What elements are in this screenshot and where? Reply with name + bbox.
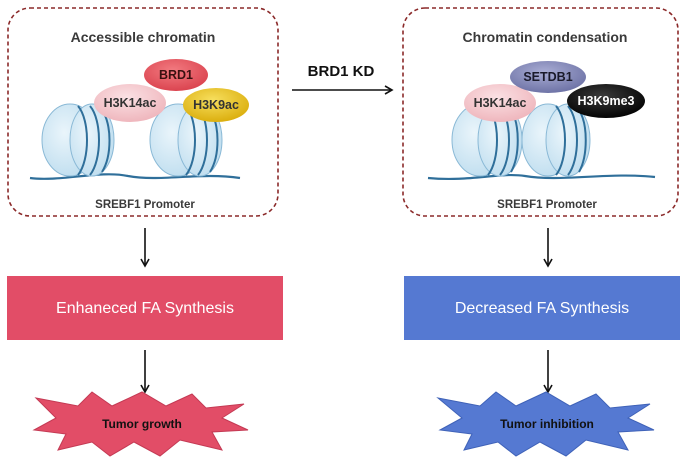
left-chromatin-panel: Accessible chromatin H3K14ac H3K9ac: [7, 7, 279, 217]
left-nucleosome-2: [149, 103, 223, 177]
h3k14ac-label-left: H3K14ac: [104, 96, 157, 110]
h3k14ac-mark-right: H3K14ac: [464, 84, 536, 122]
tumor-inhibition-burst: Tumor inhibition: [436, 391, 655, 457]
knockdown-label: BRD1 KD: [308, 63, 375, 80]
h3k14ac-label-right: H3K14ac: [474, 96, 527, 110]
setdb1-protein: SETDB1: [510, 61, 586, 93]
left-panel-title: Accessible chromatin: [71, 29, 216, 45]
enhanced-synthesis-label: Enhaneced FA Synthesis: [56, 300, 234, 317]
h3k9ac-mark: H3K9ac: [183, 88, 249, 122]
h3k9me3-mark: H3K9me3: [567, 84, 645, 118]
left-panel-border: [7, 7, 279, 217]
right-nucleosome-2: [521, 103, 591, 177]
right-promoter-label: SREBF1 Promoter: [497, 199, 597, 211]
decreased-synthesis-label: Decreased FA Synthesis: [455, 300, 629, 317]
left-nucleosome-1: [41, 103, 115, 177]
setdb1-label: SETDB1: [523, 70, 572, 84]
brd1-label: BRD1: [159, 68, 193, 82]
tumor-growth-label: Tumor growth: [102, 417, 182, 431]
decreased-synthesis-box: Decreased FA Synthesis: [404, 276, 680, 340]
enhanced-synthesis-box: Enhaneced FA Synthesis: [7, 276, 283, 340]
tumor-inhibition-label: Tumor inhibition: [500, 417, 594, 431]
left-dna-strand: [29, 173, 241, 180]
h3k14ac-mark-left: H3K14ac: [94, 84, 166, 122]
right-dna-strand: [427, 173, 656, 181]
tumor-growth-burst: Tumor growth: [32, 391, 249, 457]
h3k9me3-label: H3K9me3: [578, 94, 635, 108]
brd1-protein: BRD1: [144, 59, 208, 91]
right-chromatin-panel: Chromatin condensation H3K14ac SETDB1: [402, 7, 679, 217]
knockdown-transition: BRD1 KD: [292, 63, 394, 95]
left-promoter-label: SREBF1 Promoter: [95, 199, 195, 211]
right-panel-border: [402, 7, 679, 217]
right-nucleosome-1: [451, 103, 523, 177]
h3k9ac-label: H3K9ac: [193, 98, 239, 112]
right-panel-title: Chromatin condensation: [463, 29, 628, 45]
